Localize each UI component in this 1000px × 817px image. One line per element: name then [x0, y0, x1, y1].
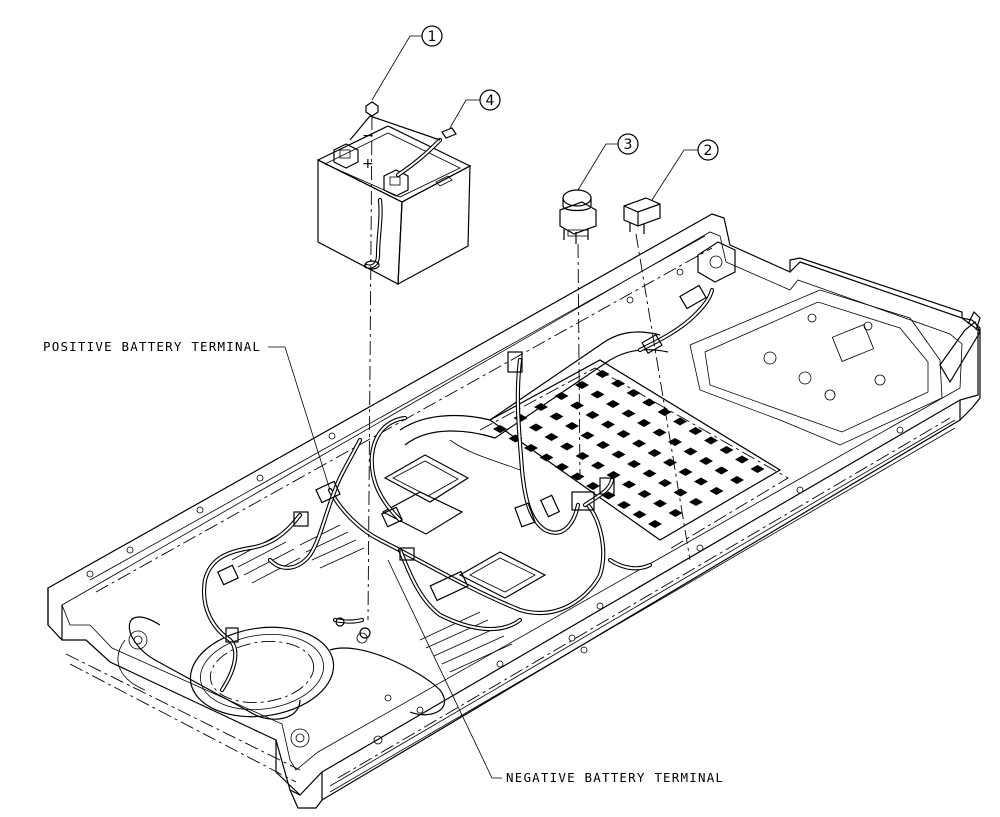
grid-hole — [611, 450, 626, 459]
callout-3-number: 3 — [624, 137, 633, 153]
grid-hole — [616, 430, 631, 438]
grid-hole — [626, 389, 641, 397]
grid-hole — [688, 427, 703, 435]
callout-1-number: 1 — [428, 29, 437, 45]
positive-terminal-label: POSITIVE BATTERY TERMINAL — [43, 339, 261, 354]
grid-hole — [647, 449, 662, 457]
assembly-lines — [367, 115, 691, 621]
grid-hole — [658, 479, 672, 487]
grid-hole — [555, 463, 569, 471]
grid-hole — [554, 392, 569, 400]
chassis-frame — [47, 213, 981, 809]
grid-hole — [750, 465, 765, 473]
callout-4-number: 4 — [486, 93, 495, 109]
grid-hole — [632, 510, 647, 519]
grid-hole — [668, 509, 683, 517]
grid-hole — [586, 482, 600, 490]
callout-4: 4 — [449, 89, 501, 129]
callout-2: 2 — [651, 139, 719, 201]
grid-hole — [560, 442, 574, 451]
grid-hole — [652, 428, 667, 437]
negative-terminal-callout: NEGATIVE BATTERY TERMINAL — [387, 559, 724, 785]
grid-hole — [606, 471, 621, 479]
grid-hole — [575, 381, 589, 389]
grid-hole — [735, 455, 749, 464]
grid-hole — [570, 472, 585, 481]
wiring-harness — [201, 284, 715, 693]
grid-hole — [617, 501, 631, 509]
positive-terminal-callout: POSITIVE BATTERY TERMINAL — [43, 339, 331, 491]
grid-hole — [529, 423, 543, 432]
grid-hole — [637, 490, 652, 498]
grid-hole — [575, 452, 590, 460]
grid-hole — [632, 439, 646, 448]
grid-hole — [648, 520, 662, 528]
svg-text:+: + — [362, 156, 374, 172]
grid-hole — [683, 447, 698, 456]
negative-terminal-label: NEGATIVE BATTERY TERMINAL — [506, 770, 724, 785]
grid-hole — [653, 499, 667, 508]
footrest-grid — [493, 370, 765, 528]
grid-hole — [524, 444, 538, 452]
grid-hole — [565, 422, 579, 430]
grid-hole — [689, 498, 703, 506]
grid-hole — [657, 408, 672, 416]
grid-hole — [549, 412, 564, 421]
relay-module — [623, 197, 661, 234]
grid-hole — [678, 468, 693, 476]
battery: + − — [316, 101, 472, 286]
grid-hole — [493, 425, 507, 433]
grid-hole — [714, 466, 729, 475]
grid-hole — [642, 398, 656, 407]
grid-hole — [570, 401, 584, 410]
grid-hole — [673, 488, 688, 497]
svg-text:−: − — [362, 128, 374, 144]
grid-hole — [601, 420, 615, 429]
grid-hole — [622, 480, 636, 489]
grid-hole — [534, 403, 548, 411]
grid-hole — [595, 370, 610, 378]
grid-hole — [590, 390, 605, 399]
grid-hole — [673, 417, 687, 426]
grid-hole — [591, 461, 605, 470]
grid-hole — [694, 477, 708, 486]
grid-hole — [637, 419, 651, 427]
callout-3: 3 — [577, 133, 639, 191]
grid-hole — [730, 476, 744, 484]
grid-hole — [596, 441, 610, 449]
grid-hole — [580, 431, 595, 440]
grid-hole — [699, 457, 713, 465]
grid-hole — [544, 433, 559, 441]
grid-hole — [642, 469, 657, 478]
grid-hole — [719, 446, 734, 454]
callout-1: 1 — [371, 25, 443, 101]
grid-hole — [539, 453, 554, 462]
ignition-switch — [559, 189, 597, 244]
grid-hole — [611, 379, 625, 388]
grid-hole — [585, 411, 600, 419]
grid-hole — [621, 409, 636, 418]
grid-hole — [668, 438, 682, 446]
grid-hole — [709, 487, 724, 495]
grid-hole — [704, 436, 718, 445]
vent-slots — [231, 524, 513, 673]
deck-cutouts — [86, 268, 904, 748]
grid-hole — [663, 458, 677, 467]
callout-2-number: 2 — [704, 143, 713, 159]
grid-hole — [627, 460, 641, 468]
grid-hole — [606, 400, 620, 408]
